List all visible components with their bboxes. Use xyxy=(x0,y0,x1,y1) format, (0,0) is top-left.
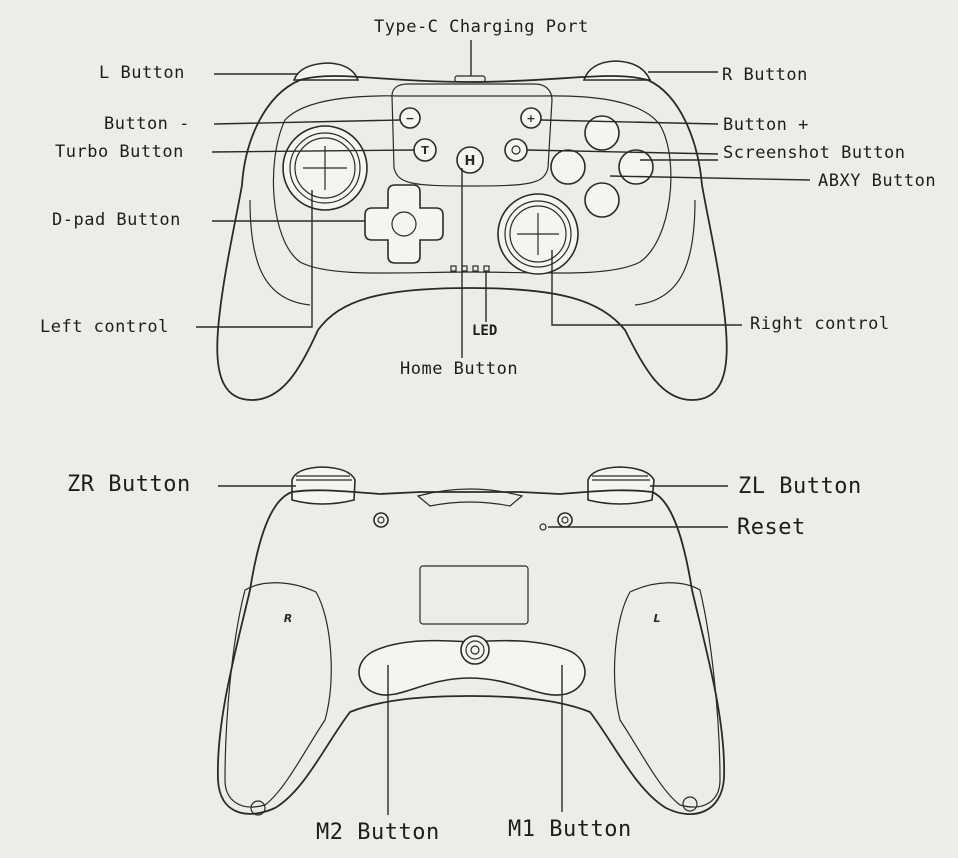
label-zl-button: ZL Button xyxy=(738,474,862,499)
label-zr-button: ZR Button xyxy=(67,472,191,497)
left-stick xyxy=(282,125,368,211)
front-leader-lines xyxy=(196,40,811,358)
label-right-control: Right control xyxy=(750,314,890,334)
label-l-button: L Button xyxy=(99,63,185,83)
bottom-hole-right xyxy=(682,796,698,812)
back-controller: R L xyxy=(216,466,726,816)
grip-inner-left xyxy=(249,199,311,306)
label-home-button: Home Button xyxy=(400,359,519,379)
zl-trigger xyxy=(587,466,655,505)
grip-inner-right xyxy=(634,199,696,306)
center-panel xyxy=(391,83,553,187)
dpad xyxy=(364,184,444,264)
plus-glyph: + xyxy=(526,112,535,125)
reset-hole xyxy=(539,523,547,531)
label-screenshot-button: Screenshot Button xyxy=(723,143,906,163)
minus-button: − xyxy=(399,107,421,129)
label-button-minus: Button - xyxy=(104,114,190,134)
plus-button: + xyxy=(520,107,542,129)
turbo-glyph: T xyxy=(421,144,429,157)
label-button-plus: Button + xyxy=(723,115,809,135)
back-leader-lines xyxy=(218,485,728,815)
grip-panel-left xyxy=(613,582,721,808)
minus-glyph: − xyxy=(405,112,414,125)
grip-panel-right xyxy=(224,582,332,808)
bottom-hole-left xyxy=(250,800,266,816)
l-shoulder xyxy=(292,62,360,81)
label-m2-button: M2 Button xyxy=(316,820,440,845)
abxy-cluster xyxy=(550,115,654,218)
home-button: H xyxy=(456,146,484,174)
zr-trigger xyxy=(291,466,356,505)
faceplate-inner xyxy=(272,95,672,274)
label-led: LED xyxy=(472,323,498,339)
label-r-button: R Button xyxy=(722,65,808,85)
grip-l-glyph: L xyxy=(653,612,660,625)
front-controller: − + T H xyxy=(216,60,728,401)
turbo-button: T xyxy=(413,138,437,162)
label-m1-button: M1 Button xyxy=(508,817,632,842)
battery-cover xyxy=(419,565,529,625)
mapping-button xyxy=(460,635,490,665)
back-screws xyxy=(373,512,573,528)
front-body-outline xyxy=(216,75,728,401)
back-top-ridge xyxy=(416,488,524,507)
screenshot-button xyxy=(504,138,528,162)
label-turbo-button: Turbo Button xyxy=(55,142,184,162)
led-indicators xyxy=(450,265,490,272)
label-left-control: Left control xyxy=(40,317,169,337)
label-dpad-button: D-pad Button xyxy=(52,210,181,230)
grip-r-glyph: R xyxy=(284,612,292,625)
home-glyph: H xyxy=(465,154,476,169)
label-charging-port: Type-C Charging Port xyxy=(374,17,589,37)
type-c-port xyxy=(454,75,486,83)
label-reset: Reset xyxy=(737,515,806,540)
right-stick xyxy=(497,193,579,275)
r-shoulder xyxy=(582,60,652,81)
back-body-outline xyxy=(216,489,726,816)
label-abxy-button: ABXY Button xyxy=(818,171,937,191)
